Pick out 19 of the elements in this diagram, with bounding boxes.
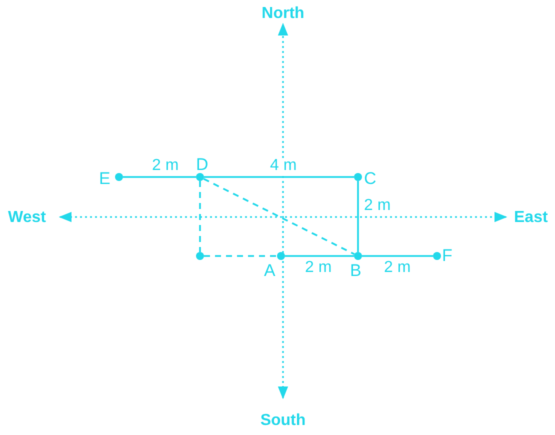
edge-label: 4 m: [270, 158, 297, 174]
direction-label: South: [260, 413, 306, 429]
direction-label: North: [262, 6, 304, 22]
line-segment: [362, 255, 433, 257]
line-segment: [357, 181, 359, 252]
point-label: E: [99, 170, 110, 187]
dashed-line: [203, 178, 355, 256]
point-label: D: [196, 156, 208, 173]
point-label: F: [442, 247, 452, 264]
point-label: A: [264, 262, 276, 279]
dashed-line: [204, 255, 277, 257]
direction-label: East: [514, 210, 548, 226]
line-segment: [285, 255, 354, 257]
point-label: B: [350, 262, 362, 279]
point-label: C: [364, 170, 376, 187]
direction-label: West: [8, 210, 46, 226]
dashed-line: [199, 181, 201, 252]
line-segment: [123, 176, 196, 178]
line-segment: [204, 176, 354, 178]
